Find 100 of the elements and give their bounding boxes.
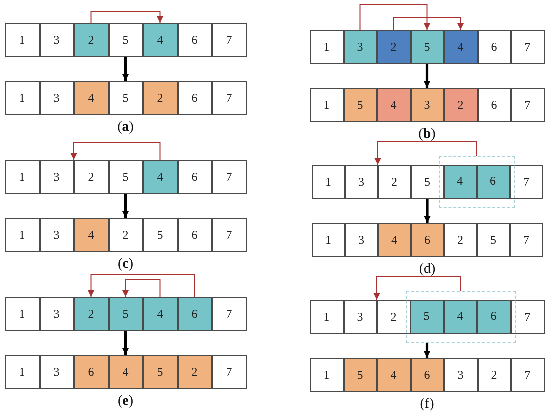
panel-caption: (f)	[419, 397, 436, 413]
array-cell: 7	[510, 223, 543, 257]
array-cell: 3	[345, 165, 378, 199]
array-cell: 3	[40, 355, 74, 389]
array-cell: 6	[178, 81, 212, 115]
array-cell: 2	[108, 218, 143, 252]
array-cell: 4	[378, 223, 411, 257]
arrow	[90, 12, 164, 24]
array-cell: 4	[143, 297, 178, 331]
array-cell: 5	[344, 358, 377, 392]
array-cell: 1	[310, 30, 344, 64]
array-cell: 1	[5, 160, 40, 194]
array-cell: 6	[178, 160, 212, 194]
array-cell: 4	[377, 358, 410, 392]
panel-caption: (b)	[418, 127, 437, 143]
array-cell: 3	[344, 30, 377, 64]
array-cell: 3	[40, 218, 74, 252]
array-cell: 4	[74, 218, 108, 252]
array-cell: 3	[344, 300, 377, 334]
array-cell: 5	[411, 165, 444, 199]
array-cell: 2	[444, 88, 478, 122]
array-cell: 2	[178, 355, 212, 389]
array-cell: 2	[444, 223, 477, 257]
arrow	[424, 64, 431, 88]
array-cell: 1	[5, 355, 40, 389]
array-cell: 3	[40, 81, 74, 115]
array-cell: 6	[411, 223, 444, 257]
array-cell: 6	[178, 297, 212, 331]
array-cell: 3	[40, 23, 74, 57]
panel-caption: (c)	[116, 257, 135, 273]
array-cell: 2	[378, 165, 411, 199]
array-cell: 7	[212, 23, 246, 57]
arrow	[122, 280, 161, 298]
array-cell: 1	[312, 223, 345, 257]
array-cell: 7	[212, 218, 246, 252]
arrow	[122, 194, 130, 218]
array-cell: 5	[108, 160, 143, 194]
array-cell: 6	[178, 23, 212, 57]
arrow	[424, 199, 431, 223]
array-cell: 2	[377, 300, 410, 334]
arrow	[360, 4, 431, 30]
array-cell: 1	[5, 218, 40, 252]
panel-caption: (a)	[116, 120, 135, 136]
arrow	[393, 18, 464, 30]
array-cell: 5	[143, 218, 178, 252]
array-cell: 5	[410, 300, 444, 334]
array-cell: 6	[410, 358, 444, 392]
array-cell: 3	[345, 223, 378, 257]
arrow	[424, 343, 431, 358]
array-cell: 2	[377, 30, 410, 64]
array-cell: 4	[143, 23, 178, 57]
array-cell: 1	[5, 297, 40, 331]
array-cell: 7	[510, 165, 543, 199]
arrow	[374, 142, 478, 166]
array-cell: 4	[444, 30, 478, 64]
array-cell: 5	[108, 23, 143, 57]
array-cell: 1	[5, 23, 40, 57]
array-cell: 2	[74, 160, 108, 194]
arrow	[374, 276, 462, 300]
array-cell: 4	[444, 164, 476, 198]
array-cell: 4	[74, 81, 108, 115]
array-cell: 2	[478, 358, 511, 392]
array-cell: 4	[143, 160, 178, 194]
array-cell: 7	[511, 358, 544, 392]
array-cell: 5	[410, 30, 444, 64]
array-cell: 6	[476, 164, 510, 198]
panel-caption: (d)	[418, 262, 437, 278]
array-cell: 3	[40, 160, 74, 194]
array-cell: 2	[143, 81, 178, 115]
array-cell: 1	[5, 81, 40, 115]
arrow	[88, 274, 196, 298]
arrow	[70, 142, 161, 160]
array-cell: 5	[344, 88, 377, 122]
array-cell: 7	[212, 81, 246, 115]
array-cell: 4	[444, 300, 477, 334]
array-cell: 7	[212, 297, 246, 331]
array-cell: 6	[478, 30, 511, 64]
array-cell: 7	[511, 30, 544, 64]
array-cell: 6	[477, 300, 510, 334]
array-cell: 6	[478, 88, 511, 122]
array-cell: 2	[74, 297, 108, 331]
array-cell: 2	[74, 23, 108, 57]
array-cell: 7	[212, 355, 246, 389]
array-cell: 6	[178, 218, 212, 252]
arrow	[122, 57, 130, 81]
array-cell: 3	[410, 88, 444, 122]
array-cell: 1	[312, 165, 345, 199]
array-cell: 1	[310, 300, 344, 334]
array-cell: 3	[40, 297, 74, 331]
array-cell: 4	[108, 355, 143, 389]
array-cell: 5	[143, 355, 178, 389]
panel-caption: (e)	[116, 394, 135, 410]
array-cell: 5	[108, 81, 143, 115]
selection-box	[406, 291, 516, 343]
array-cell: 3	[444, 358, 478, 392]
array-cell: 4	[377, 88, 410, 122]
array-cell: 7	[511, 88, 544, 122]
array-cell: 7	[212, 160, 246, 194]
array-cell: 7	[511, 300, 544, 334]
array-cell: 5	[477, 223, 510, 257]
